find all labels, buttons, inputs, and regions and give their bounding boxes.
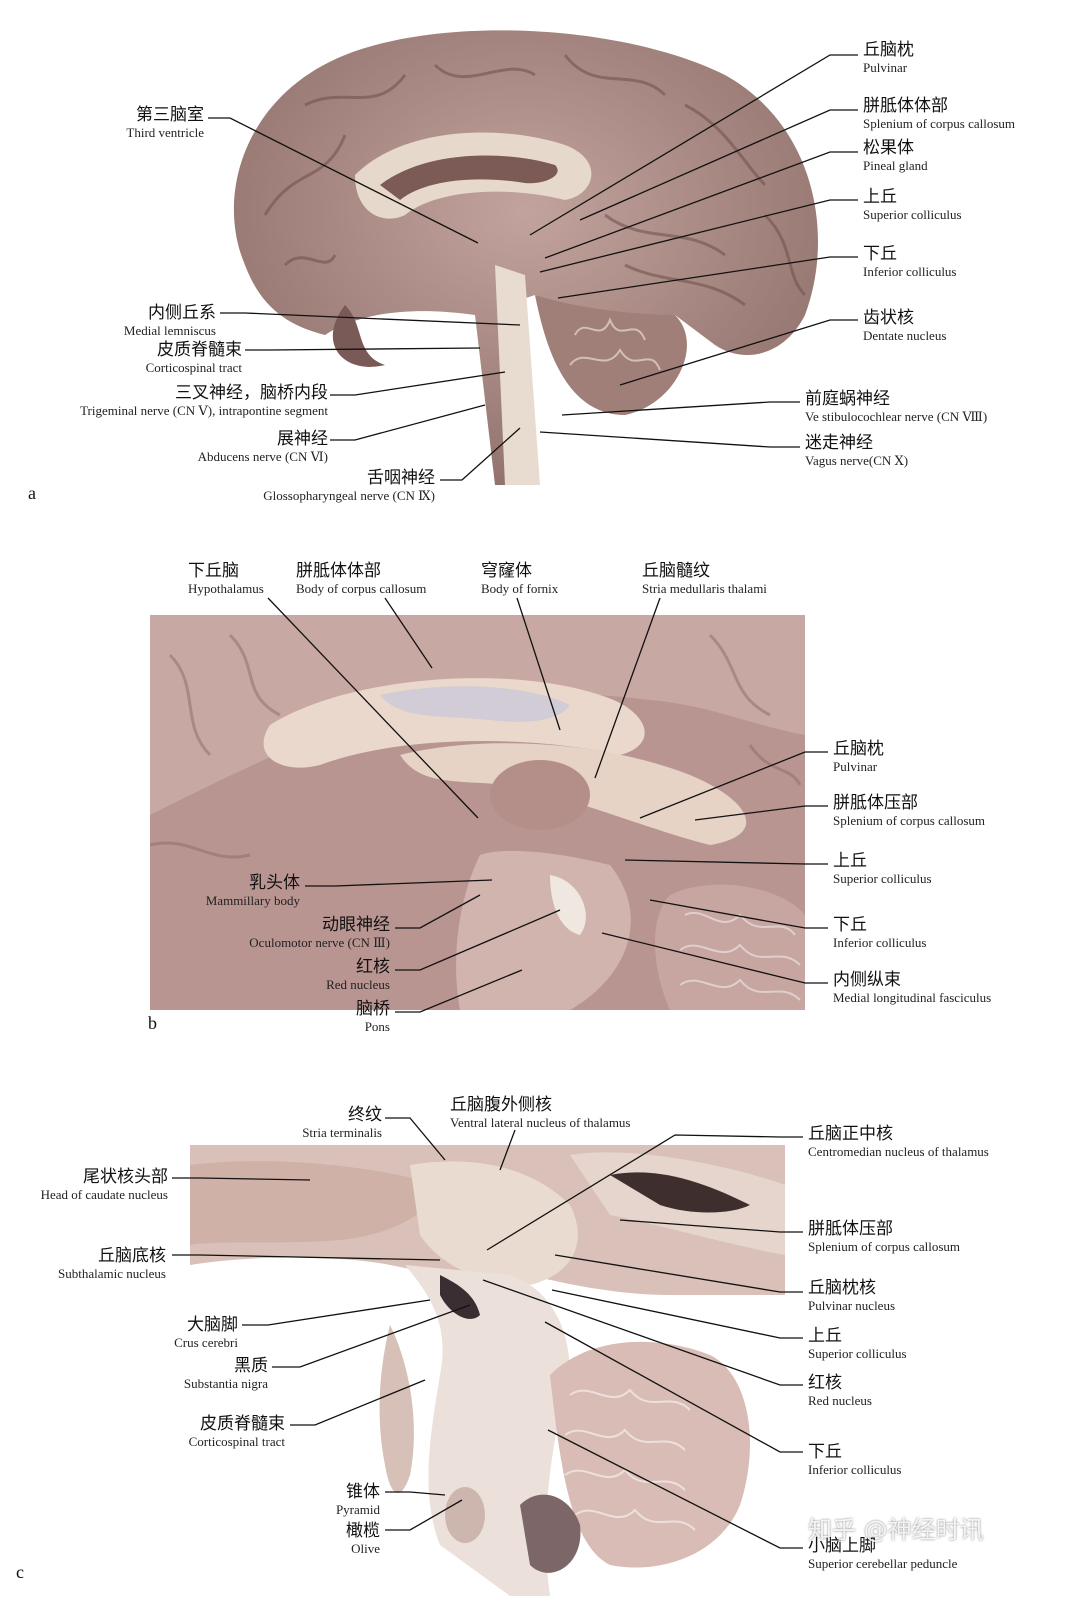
brainstem-midsagittal-closeup bbox=[150, 615, 805, 1010]
panel-letter-c: c bbox=[16, 1562, 24, 1582]
panel-letter-b: b bbox=[148, 1013, 157, 1033]
panel-b-photo bbox=[150, 615, 805, 1010]
brain-midsagittal-illustration bbox=[233, 30, 819, 486]
panel-letter-a: a bbox=[28, 483, 36, 503]
watermark-text: 知乎 @神经时讯 bbox=[808, 1516, 984, 1544]
panel-a-photo bbox=[205, 15, 830, 490]
brainstem-sagittal-section bbox=[190, 1145, 785, 1596]
panel-c-photo bbox=[190, 1145, 785, 1596]
